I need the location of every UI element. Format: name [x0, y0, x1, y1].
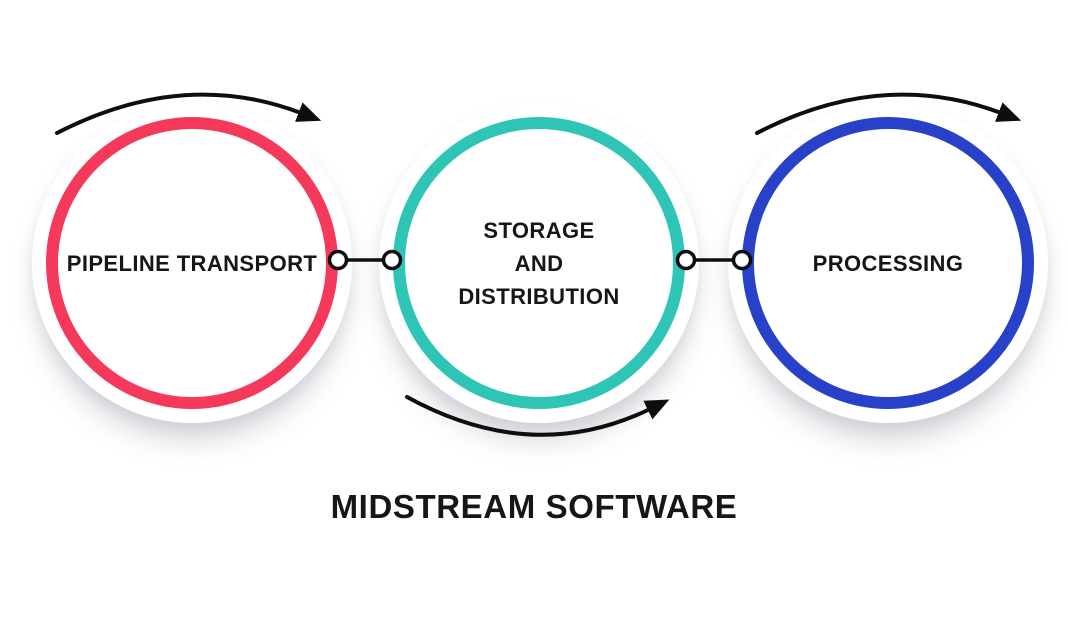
stage-label: STORAGE AND DISTRIBUTION [379, 103, 699, 423]
stage-label-line: PROCESSING [812, 250, 964, 276]
stage-label-line: AND [514, 250, 564, 276]
stage-label: PROCESSING [728, 103, 1048, 423]
stage-label-line: DISTRIBUTION [458, 283, 620, 309]
stage-pipeline-transport: PIPELINE TRANSPORT [32, 103, 352, 423]
stage-storage-and-distribution: STORAGE AND DISTRIBUTION [379, 103, 699, 423]
stage-label-line: STORAGE [483, 217, 595, 243]
stage-label-line: PIPELINE TRANSPORT [66, 250, 318, 276]
diagram-title: MIDSTREAM SOFTWARE [330, 488, 738, 525]
stage-processing: PROCESSING [728, 103, 1048, 423]
stage-label: PIPELINE TRANSPORT [32, 103, 352, 423]
